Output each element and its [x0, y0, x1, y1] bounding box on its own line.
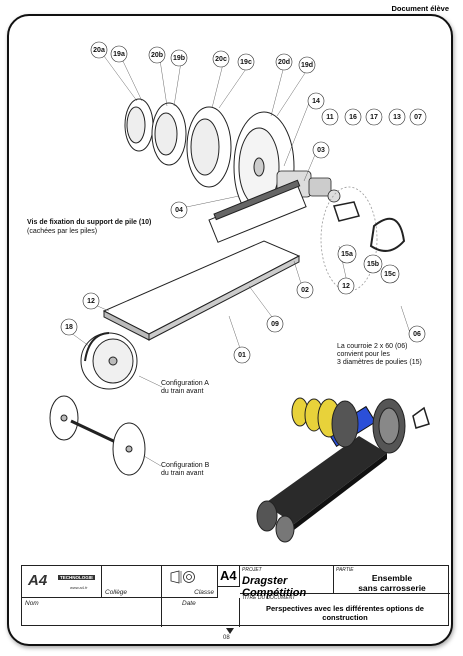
date-label: Date	[182, 600, 196, 607]
titre-line1: Perspectives avec les différentes option…	[266, 604, 424, 613]
config-b-line1: Configuration B	[161, 462, 210, 469]
belt-note-line2: convient pour les	[337, 351, 390, 358]
callout-04: 04	[175, 207, 183, 214]
chassis	[102, 179, 307, 341]
logo-subtitle: TECHNOLOGIE	[58, 575, 96, 580]
page-arrow-icon	[226, 628, 234, 634]
callout-17: 17	[370, 114, 378, 121]
titre-label: TITRE DU DOCUMENT	[242, 595, 296, 601]
callout-19d: 19d	[301, 62, 313, 69]
classe-label: Classe	[194, 589, 214, 596]
config-b-line2: du train avant	[161, 470, 203, 477]
titre-line2: construction	[322, 613, 368, 622]
motor	[308, 177, 332, 197]
callout-06: 06	[413, 331, 421, 338]
nom-label: Nom	[25, 600, 39, 607]
config-a-line1: Configuration A	[161, 380, 209, 387]
callout-20a: 20a	[93, 47, 105, 54]
format-label: A4	[220, 568, 237, 583]
callout-01: 01	[238, 352, 246, 359]
exploded-drawing: 20a 19a 20b 19b 20c 19c 20d 19d 14 11 16…	[27, 41, 430, 543]
callout-20c: 20c	[215, 56, 227, 63]
battery-screws-note: Vis de fixation du support de pile (10)	[27, 219, 151, 226]
front-train-a	[80, 332, 138, 390]
shaft-hub	[327, 189, 341, 203]
callout-15b: 15b	[367, 261, 379, 268]
pulley-set	[124, 98, 295, 223]
document-sheet: 20a 19a 20b 19b 20c 19c 20d 19d 14 11 16…	[7, 14, 453, 646]
battery-screws-subnote: (cachées par les piles)	[27, 228, 97, 235]
projection-symbol-icon	[170, 570, 196, 584]
callout-16: 16	[349, 114, 357, 121]
callout-12-left: 12	[87, 298, 95, 305]
logo-url: www.a4.fr	[70, 585, 88, 590]
callout-18: 18	[65, 324, 73, 331]
callout-14: 14	[312, 98, 320, 105]
callout-15c: 15c	[384, 271, 396, 278]
page-number: 08	[223, 635, 230, 641]
title-block: A4 TECHNOLOGIE www.a4.fr Collège Classe …	[21, 565, 450, 627]
a4-logo: A4	[28, 572, 48, 589]
callout-12-right: 12	[342, 283, 350, 290]
partie-label: PARTIE	[336, 567, 354, 573]
belt-note-line3: 3 diamètres de poulies (15)	[337, 359, 422, 366]
partie-line2: sans carrosserie	[358, 583, 426, 593]
callout-13: 13	[393, 114, 401, 121]
logo-cell: A4 TECHNOLOGIE www.a4.fr	[22, 566, 102, 598]
color-render	[256, 397, 430, 543]
callout-07: 07	[414, 114, 422, 121]
partie-line1: Ensemble	[371, 573, 413, 583]
projet-label: PROJET	[242, 567, 262, 573]
callout-19a: 19a	[113, 51, 125, 58]
callout-15a: 15a	[341, 251, 353, 258]
callout-20b: 20b	[151, 52, 163, 59]
callout-20d: 20d	[278, 59, 290, 66]
projet-value: Dragster Compétition	[242, 575, 307, 599]
college-label: Collège	[105, 589, 128, 596]
config-a-line2: du train avant	[161, 388, 203, 395]
callout-19b: 19b	[173, 55, 185, 62]
doc-type-label: Document élève	[391, 4, 449, 13]
callout-11: 11	[326, 114, 334, 121]
belt-15c	[369, 217, 406, 252]
callout-19c: 19c	[240, 59, 252, 66]
callout-09: 09	[271, 321, 279, 328]
belt-note-line1: La courroie 2 x 60 (06)	[337, 343, 407, 350]
callout-02: 02	[301, 287, 309, 294]
belt-15a	[333, 201, 360, 222]
callout-03: 03	[317, 147, 325, 154]
front-train-b	[49, 395, 146, 476]
